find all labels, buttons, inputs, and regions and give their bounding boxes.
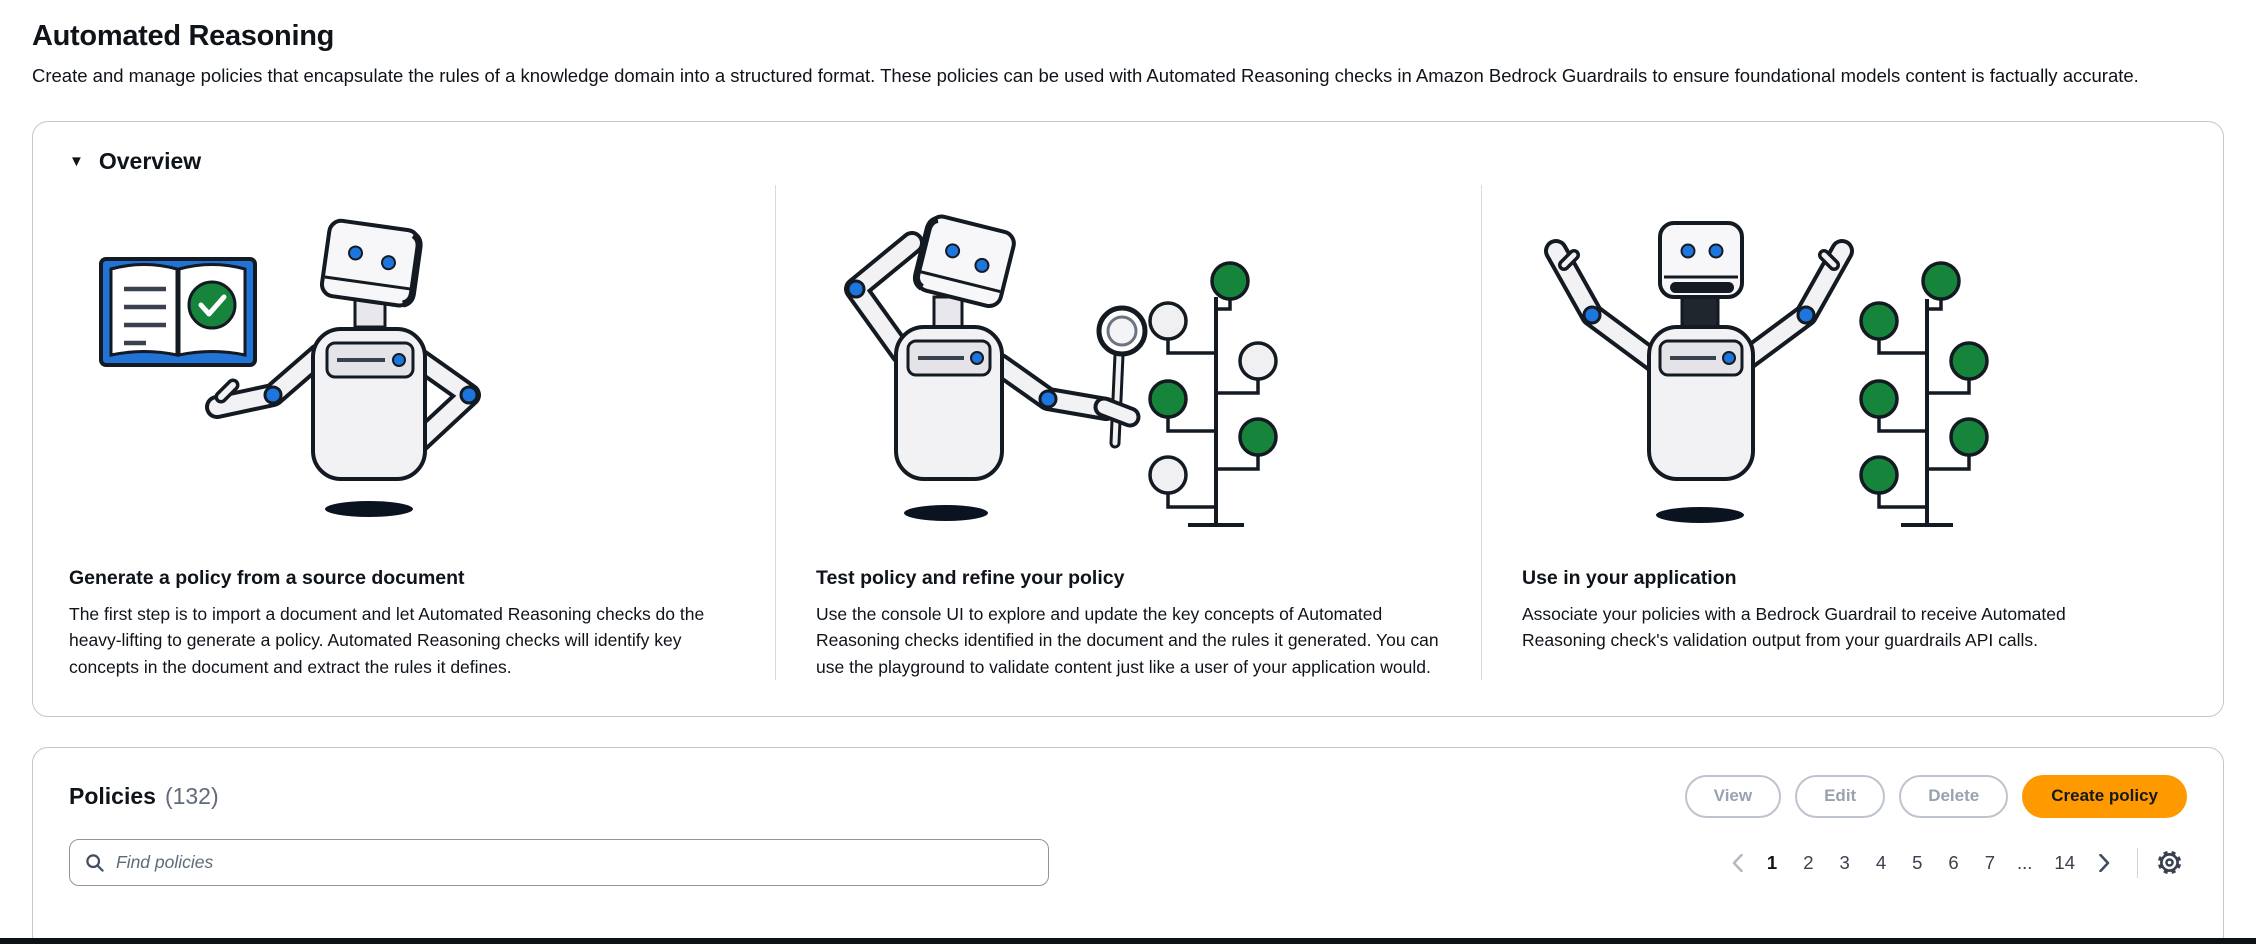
- edit-button[interactable]: Edit: [1795, 775, 1886, 819]
- robot-shadow: [1656, 506, 1744, 523]
- pagination: 1 2 3 4 5 6 7 ... 14: [1723, 847, 2119, 879]
- viewport-bottom-edge: [0, 938, 2256, 944]
- policies-header: Policies (132) View Edit Delete Create p…: [69, 775, 2187, 819]
- overview-card-test-policy: Test policy and refine your policy Use t…: [775, 184, 1481, 681]
- page-number-6[interactable]: 6: [1937, 847, 1969, 879]
- search-input[interactable]: [116, 852, 1033, 874]
- page-description: Create and manage policies that encapsul…: [32, 65, 2139, 86]
- card-body: Use the console UI to explore and update…: [816, 603, 1439, 677]
- page-number-4[interactable]: 4: [1865, 847, 1897, 879]
- page-number-1[interactable]: 1: [1756, 847, 1788, 879]
- chevron-left-icon[interactable]: [1723, 849, 1752, 877]
- page-number-2[interactable]: 2: [1792, 847, 1824, 879]
- page-number-14[interactable]: 14: [2043, 847, 2086, 879]
- robot-graphic: [1544, 220, 1854, 481]
- page-number-5[interactable]: 5: [1901, 847, 1933, 879]
- settings-button[interactable]: [2152, 845, 2187, 880]
- policy-tree-graphic: [1859, 260, 1989, 527]
- gear-icon: [2157, 850, 2182, 875]
- robot-with-source-document-graphic: [99, 218, 481, 517]
- page-number-3[interactable]: 3: [1829, 847, 1861, 879]
- card-heading: Test policy and refine your policy: [816, 566, 1125, 589]
- delete-button[interactable]: Delete: [1899, 775, 2009, 819]
- robot-shadow: [325, 500, 413, 517]
- policies-count-badge: (132): [164, 783, 219, 810]
- overview-columns: Generate a policy from a source document…: [69, 184, 2187, 681]
- overview-panel: ▼ Overview: [32, 120, 2224, 718]
- card-heading: Use in your application: [1522, 566, 1737, 589]
- find-policies-search[interactable]: [69, 839, 1049, 887]
- policies-toolbar: 1 2 3 4 5 6 7 ... 14: [69, 839, 2187, 887]
- robot-celebrating-graphic: [1544, 220, 1989, 527]
- page-number-7[interactable]: 7: [1974, 847, 2006, 879]
- use-in-application-illustration: [1522, 197, 2147, 545]
- create-policy-button[interactable]: Create policy: [2022, 775, 2187, 819]
- pagination-tools: 1 2 3 4 5 6 7 ... 14: [1723, 845, 2187, 880]
- card-heading: Generate a policy from a source document: [69, 566, 465, 589]
- overview-title: Overview: [98, 147, 202, 174]
- pagination-ellipsis: ...: [2017, 851, 2033, 873]
- overview-expander[interactable]: ▼ Overview: [69, 148, 201, 175]
- overview-card-use-in-application: Use in your application Associate your p…: [1481, 184, 2187, 681]
- policies-title-label: Policies: [69, 783, 156, 810]
- overview-card-generate-policy: Generate a policy from a source document…: [69, 185, 775, 681]
- toolbar-divider: [2137, 847, 2138, 878]
- policies-actions: View Edit Delete Create policy: [1684, 775, 2187, 819]
- view-button[interactable]: View: [1684, 775, 1782, 819]
- robot-graphic: [844, 214, 1118, 481]
- robot-shadow: [904, 504, 988, 521]
- page-title: Automated Reasoning: [32, 20, 335, 52]
- open-book-graphic: [99, 256, 257, 367]
- robot-inspecting-tree-graphic: [844, 214, 1278, 527]
- generate-policy-illustration: [69, 197, 735, 545]
- policies-title: Policies (132): [69, 783, 219, 810]
- chevron-right-icon[interactable]: [2090, 849, 2119, 877]
- robot-graphic: [205, 218, 481, 481]
- check-circle-icon: [187, 280, 237, 330]
- test-policy-illustration: [816, 197, 1441, 545]
- magnifier-graphic: [1093, 305, 1148, 449]
- card-body: The first step is to import a document a…: [69, 603, 705, 677]
- card-body: Associate your policies with a Bedrock G…: [1522, 603, 2066, 651]
- caret-down-icon: ▼: [69, 152, 84, 170]
- search-icon: [86, 853, 104, 872]
- policy-tree-graphic: [1148, 260, 1278, 527]
- policies-panel: Policies (132) View Edit Delete Create p…: [32, 747, 2224, 944]
